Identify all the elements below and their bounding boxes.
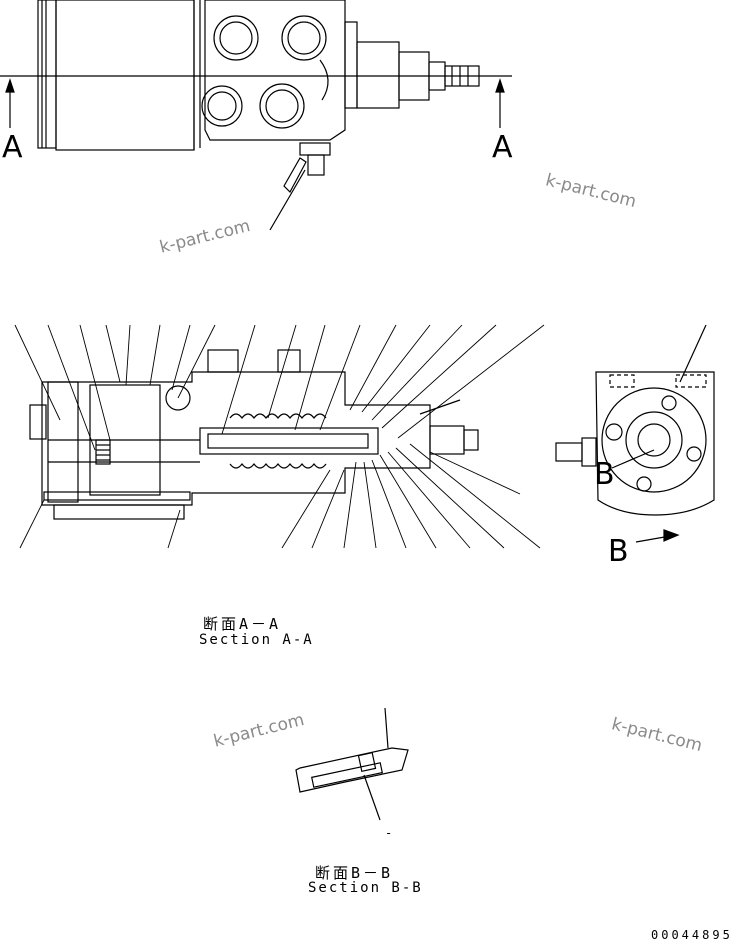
- tie-bolt: [43, 491, 191, 501]
- fitting: [299, 142, 331, 156]
- top-view: [0, 0, 512, 231]
- arrowhead-left: [5, 78, 15, 93]
- end-view: [555, 324, 715, 543]
- shaft-end: [444, 65, 480, 87]
- section-a-title-jp: 断面A－A: [203, 615, 282, 633]
- section-a-letter-left: A: [2, 130, 23, 165]
- port-2: [281, 15, 327, 61]
- leader-b-top: [384, 707, 389, 749]
- leader-lines-bottom: [19, 443, 541, 549]
- end-cap: [37, 0, 57, 149]
- document-number: 00044895: [651, 928, 731, 942]
- port-3: [201, 85, 243, 127]
- dash-mark: -: [385, 826, 393, 840]
- side-fitting: [555, 442, 583, 462]
- gear: [95, 439, 111, 465]
- section-b-part: [295, 747, 409, 793]
- section-a-letter-right: A: [492, 130, 513, 165]
- shaft-bore: [637, 423, 671, 457]
- section-b-b-view: [295, 707, 409, 821]
- spring-top: [229, 413, 327, 419]
- section-b-letter-arrow: B: [608, 534, 629, 569]
- section-b-title-en: Section B-B: [308, 880, 423, 896]
- section-b-title-jp: 断面B－B: [315, 864, 394, 882]
- leader-b-bottom: [363, 774, 381, 821]
- section-b-letter-side: B: [594, 457, 615, 492]
- leader-line-top: [269, 169, 306, 231]
- section-a-outline: [41, 371, 431, 506]
- shaft-housing: [356, 41, 400, 109]
- spring-bottom: [229, 463, 327, 469]
- port-1: [213, 15, 259, 61]
- section-a-a-view: [14, 324, 545, 549]
- flange-outer: [601, 387, 707, 493]
- output-shaft: [429, 425, 465, 455]
- motor-housing: [55, 0, 195, 151]
- leader-lines-top: [14, 324, 545, 451]
- valve-block: [204, 0, 346, 141]
- end-view-body: [595, 371, 715, 516]
- arrowhead-right: [495, 78, 505, 93]
- spool: [199, 427, 379, 455]
- check-ball: [165, 385, 191, 411]
- section-a-title-en: Section A-A: [199, 632, 314, 648]
- port-4: [259, 83, 305, 129]
